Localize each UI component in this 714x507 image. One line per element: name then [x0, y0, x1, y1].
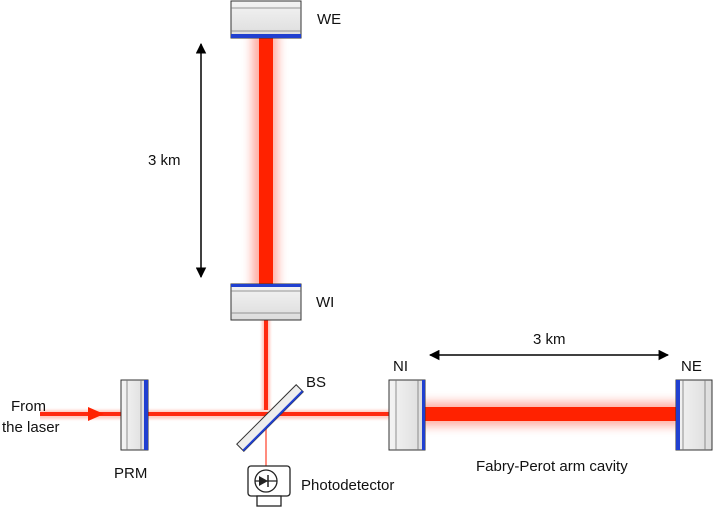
we-coating — [231, 34, 301, 38]
wi-coating — [231, 284, 301, 287]
prm-label: PRM — [114, 465, 147, 482]
beam-bs-to-wi — [262, 318, 270, 410]
wi-label: WI — [316, 294, 334, 311]
we-mirror — [230, 0, 302, 39]
ni-label: NI — [393, 358, 408, 375]
prm-coating — [144, 380, 148, 450]
bs-label: BS — [306, 374, 326, 391]
ne-mirror — [675, 379, 713, 451]
west-arm-cavity-beam — [252, 38, 278, 284]
bs-coating — [242, 390, 304, 452]
ne-coating — [676, 380, 680, 450]
west-arm-length-label: 3 km — [148, 152, 181, 169]
prm-mirror — [120, 379, 149, 451]
beam-bs-to-photodetector — [265, 412, 267, 472]
ni-coating — [422, 380, 425, 450]
laser-input-arrowhead — [88, 407, 104, 421]
north-arm-length-label: 3 km — [533, 331, 566, 348]
ne-label: NE — [681, 358, 702, 375]
beam-splitter — [236, 384, 304, 452]
ni-mirror — [388, 379, 426, 451]
from-label: From — [11, 398, 46, 415]
input-beam — [40, 410, 390, 419]
the-laser-label: the laser — [2, 419, 60, 436]
we-label: WE — [317, 11, 341, 28]
wi-mirror — [230, 283, 302, 321]
cavity-label: Fabry-Perot arm cavity — [476, 458, 628, 475]
photodetector-label: Photodetector — [301, 477, 394, 494]
north-arm-cavity-beam — [424, 402, 676, 426]
photodetector — [247, 465, 291, 507]
